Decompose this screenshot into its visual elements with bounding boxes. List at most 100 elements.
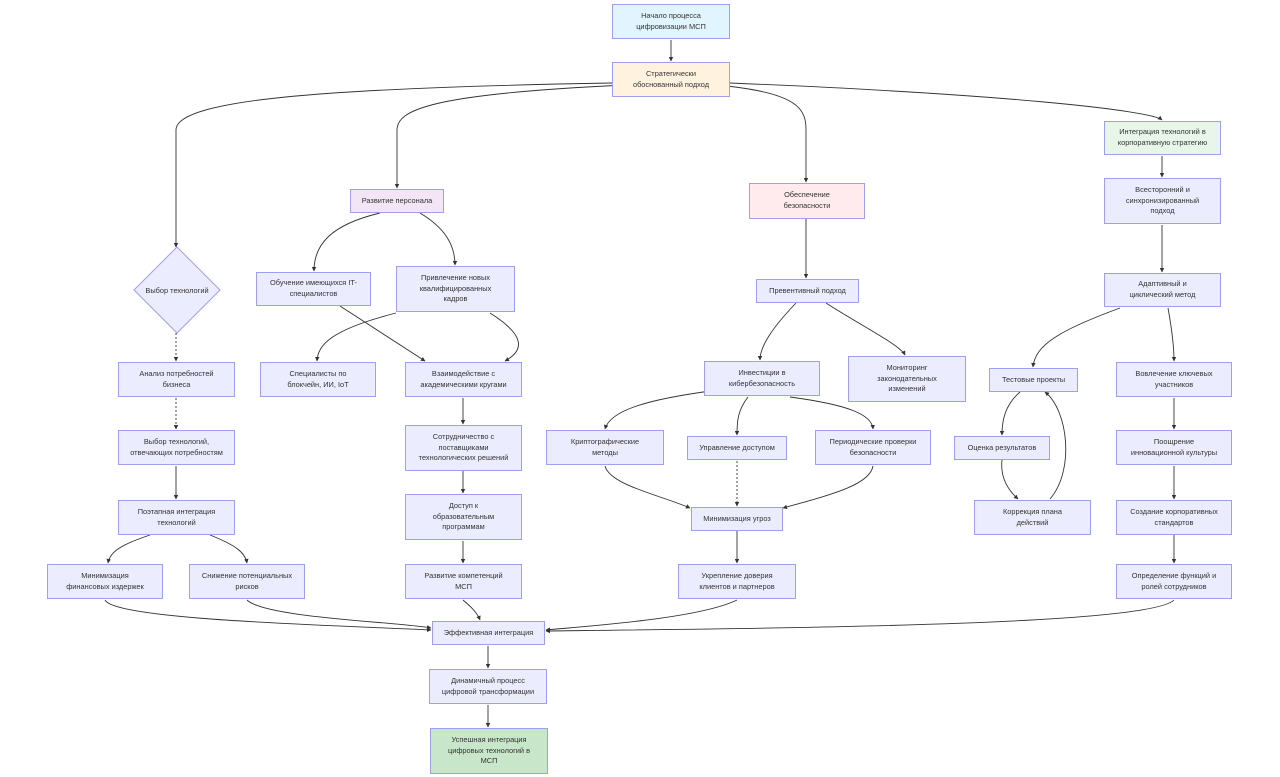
flow-arrow xyxy=(246,599,432,630)
flow-arrow xyxy=(462,599,481,621)
node-label: Эффективная интеграция xyxy=(443,627,534,637)
flow-arrow xyxy=(394,84,626,189)
flow-arrow xyxy=(1167,307,1177,362)
node-label: Выбор технологий xyxy=(145,285,209,295)
flow-arrow xyxy=(545,599,1175,634)
flow-arrow xyxy=(999,391,1021,436)
node-tech_choice-shape xyxy=(133,246,221,334)
flow-arrow xyxy=(789,396,875,430)
node-label: Минимизация угроз xyxy=(703,513,771,523)
node-train_it: Обучение имеющихся IT-специалистов xyxy=(256,272,371,306)
node-threat_min: Минимизация угроз xyxy=(691,507,783,531)
flow-arrow xyxy=(419,212,458,266)
node-access: Управление доступом xyxy=(687,436,787,460)
node-label: Управление доступом xyxy=(699,442,775,452)
flow-arrow xyxy=(104,599,432,633)
flow-arrow xyxy=(173,82,613,248)
node-label: Развитие персонала xyxy=(361,195,433,205)
flow-arrow xyxy=(209,534,249,564)
node-label: Обучение имеющихся IT-специалистов xyxy=(270,278,357,298)
flow-arrow xyxy=(489,312,519,362)
node-label: Оценка результатов xyxy=(967,442,1037,452)
node-tech_choice: Выбор технологий xyxy=(134,247,220,333)
node-test_projects: Тестовые проекты xyxy=(989,368,1078,392)
node-staff: Развитие персонала xyxy=(350,189,444,213)
flow-arrow xyxy=(729,82,1163,121)
flow-arrow xyxy=(339,305,426,362)
flow-arrow xyxy=(1001,459,1019,500)
flow-arrow xyxy=(782,465,874,510)
flow-arrow xyxy=(757,302,797,361)
flow-arrow xyxy=(1031,307,1121,368)
flow-arrow xyxy=(311,212,381,272)
flow-arrow xyxy=(106,534,151,564)
flow-arrow xyxy=(734,396,749,436)
node-effective: Эффективная интеграция xyxy=(432,621,545,645)
flow-arrow xyxy=(825,302,906,356)
flow-arrow xyxy=(604,465,691,509)
node-label: Превентивный подход xyxy=(769,285,846,295)
flow-arrow xyxy=(315,312,397,362)
node-preventive: Превентивный подход xyxy=(756,279,859,303)
node-label: Выбор технологий,отвечающих потребностям xyxy=(130,436,223,457)
flow-arrow xyxy=(545,599,738,632)
node-label: Тестовые проекты xyxy=(1001,374,1066,384)
node-tech_fit: Выбор технологий,отвечающих потребностям xyxy=(118,430,235,465)
flow-arrow xyxy=(714,84,809,183)
flow-arrow xyxy=(1044,391,1067,500)
